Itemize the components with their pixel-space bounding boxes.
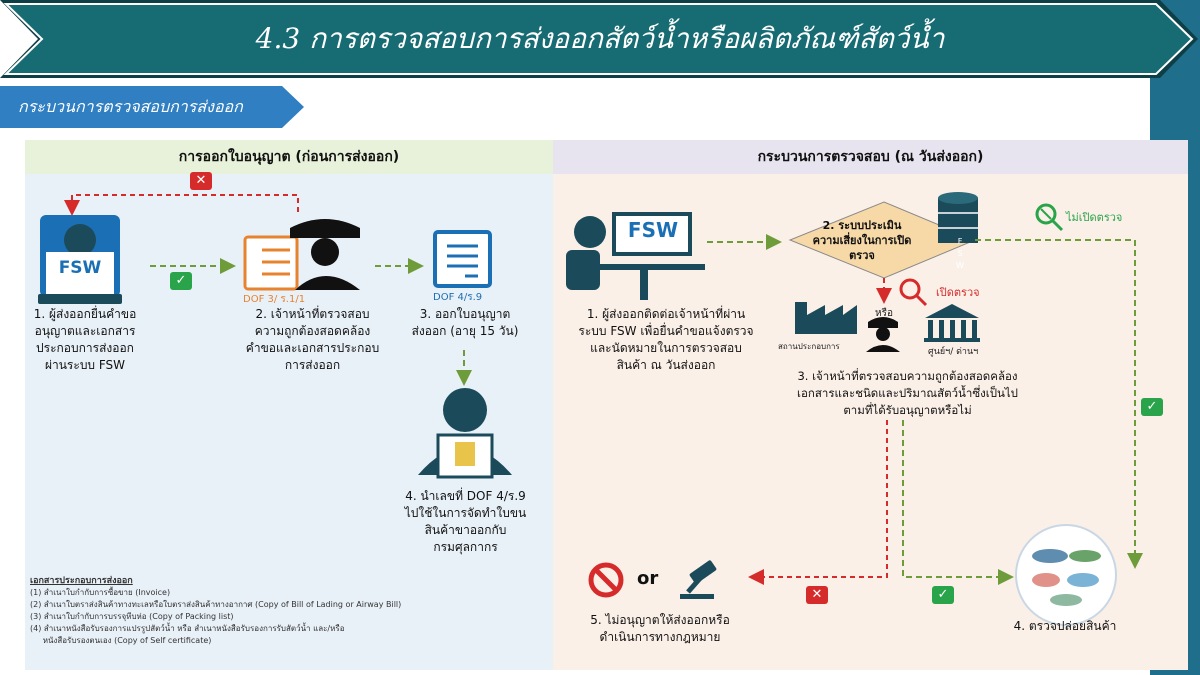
document-item: (2) สำเนาใบตราส่งสินค้าทางทะเลหรือใบตราส…	[30, 600, 402, 609]
risk-line: ความเสี่ยงในการเปิด	[812, 234, 912, 247]
left-step2-line: การส่งออก	[284, 358, 341, 372]
prohibited-icon	[588, 562, 624, 598]
arrow-no-inspection	[975, 239, 1143, 569]
page-title: 4.3 การตรวจสอบการส่งออกสัตว์น้ำหรือผลิตภ…	[255, 22, 945, 55]
factory-label: สถานประกอบการ	[778, 342, 840, 351]
customs-computer-icon	[418, 388, 512, 479]
right-step5-line: ดำเนินการทางกฎหมาย	[599, 630, 721, 644]
risk-line: 2. ระบบประเมิน	[822, 219, 902, 232]
left-step1-line: 1. ผู้ส่งออกยื่นคำขอ	[33, 307, 137, 321]
or-big-label: or	[637, 568, 659, 589]
right-step5-text: 5. ไม่อนุญาตให้ส่งออกหรือ ดำเนินการทางกฎ…	[575, 612, 745, 646]
header-banner: 4.3 การตรวจสอบการส่งออกสัตว์น้ำหรือผลิตภ…	[0, 0, 1200, 78]
left-step2-line: ความถูกต้องสอดคล้อง	[254, 324, 371, 338]
db-letter: S	[957, 249, 963, 258]
left-step2-form-label: DOF 3/ ร.1/1	[243, 294, 306, 305]
left-step1-line: ประกอบการส่งออก	[36, 341, 134, 355]
left-step4-text: 4. นำเลขที่ DOF 4/ร.9 ไปใช้ในการจัดทำใบข…	[388, 488, 543, 556]
left-step3-line: ส่งออก (อายุ 15 วัน)	[411, 324, 519, 338]
right-panel-header	[553, 140, 1188, 174]
risk-assessment-text: 2. ระบบประเมิน ความเสี่ยงในการเปิด ตรวจ	[800, 218, 924, 263]
government-center-icon	[924, 304, 980, 342]
left-step2-line: คำขอและเอกสารประกอบ	[245, 341, 380, 355]
reject-badge-left: ✕	[190, 172, 212, 190]
left-step1-line: ผ่านระบบ FSW	[44, 358, 126, 372]
fsw-logo-left: FSW	[58, 258, 102, 278]
right-step3-text: 3. เจ้าหน้าที่ตรวจสอบความถูกต้องสอดคล้อง…	[775, 368, 1040, 419]
left-panel-title: การออกใบอนุญาต (ก่อนการส่งออก)	[178, 149, 400, 165]
return-arrow	[64, 194, 299, 216]
document-item: (1) สำเนาใบกำกับการซื้อขาย (Invoice)	[30, 588, 171, 597]
db-letter: W	[956, 261, 964, 270]
right-step5-line: 5. ไม่อนุญาตให้ส่งออกหรือ	[590, 613, 730, 627]
document-item: (4) สำเนาหนังสือรับรองการแปรรูปสัตว์น้ำ …	[30, 624, 345, 633]
right-step1-line: และนัดหมายในการตรวจสอบ	[590, 341, 742, 355]
right-step1-line: 1. ผู้ส่งออกติดต่อเจ้าหน้าที่ผ่าน	[586, 307, 746, 321]
document-item: หนังสือรับรองตนเอง (Copy of Self certifi…	[30, 636, 212, 645]
factory-icon	[795, 302, 857, 334]
right-step3-line: ตามที่ได้รับอนุญาตหรือไม่	[843, 403, 972, 417]
right-step4-text: 4. ตรวจปล่อยสินค้า	[1013, 619, 1117, 633]
left-step4-line: สินค้าขาออกกับ	[424, 523, 507, 537]
left-step4-line: 4. นำเลขที่ DOF 4/ร.9	[405, 489, 526, 503]
db-letters: F S W	[954, 236, 966, 272]
left-step4-line: กรมศุลกากร	[433, 540, 498, 554]
subheader-shape	[0, 86, 304, 128]
left-step1-text: 1. ผู้ส่งออกยื่นคำขอ อนุญาตและเอกสาร ประ…	[25, 306, 145, 374]
fsw-logo-right: FSW	[627, 218, 679, 242]
right-panel-title: กระบวนการตรวจสอบ (ณ วันส่งออก)	[757, 149, 984, 165]
document-item: (3) สำเนาใบกำกับการบรรจุหีบห่อ (Copy of …	[30, 612, 234, 621]
center-label: ศูนย์ฯ/ ด่านฯ	[928, 347, 979, 357]
left-step3-form-label: DOF 4/ร.9	[433, 292, 483, 303]
left-panel-header	[25, 140, 553, 174]
right-step3-line: เอกสารและชนิดและปริมาณสัตว์น้ำซึ่งเป็นไป	[797, 386, 1018, 400]
arrow-reject	[748, 420, 888, 585]
fsw-database-icon	[938, 192, 978, 243]
approve-badge-release: ✓	[932, 586, 954, 604]
no-inspection-label: ไม่เปิดตรวจ	[1066, 211, 1123, 224]
subheader-title: กระบวนการตรวจสอบการส่งออก	[18, 97, 243, 116]
export-documents-list: เอกสารประกอบการส่งออก (1) สำเนาใบกำกับกา…	[30, 575, 500, 647]
inspection-magnifier-icon	[899, 278, 928, 307]
db-letter: F	[957, 237, 963, 246]
risk-line: ตรวจ	[849, 249, 875, 262]
left-step1-line: อนุญาตและเอกสาร	[34, 324, 136, 338]
left-step2-line: 2. เจ้าหน้าที่ตรวจสอบ	[255, 307, 370, 321]
exporter-computer-icon	[38, 215, 122, 304]
exporter-desk-icon	[566, 212, 705, 300]
left-step3-text: 3. ออกใบอนุญาต ส่งออก (อายุ 15 วัน)	[400, 306, 530, 340]
or-small-label: หรือ	[875, 308, 893, 319]
left-step3-line: 3. ออกใบอนุญาต	[419, 307, 511, 321]
seafood-products-icon	[1015, 524, 1117, 626]
approve-badge-left: ✓	[170, 272, 192, 290]
right-step3-line: 3. เจ้าหน้าที่ตรวจสอบความถูกต้องสอดคล้อง	[797, 369, 1018, 383]
checklist-officer-icon	[243, 219, 360, 291]
left-step4-line: ไปใช้ในการจัดทำใบขน	[404, 506, 527, 520]
header-banner-shape	[0, 0, 1198, 78]
gavel-icon	[680, 560, 717, 599]
documents-heading: เอกสารประกอบการส่งออก	[30, 576, 133, 586]
reject-badge-right: ✕	[806, 586, 828, 604]
no-inspection-magnifier-icon	[1035, 203, 1064, 232]
approve-badge-no-inspection: ✓	[1141, 398, 1163, 416]
right-step1-text: 1. ผู้ส่งออกติดต่อเจ้าหน้าที่ผ่าน ระบบ F…	[556, 306, 776, 374]
subheader-banner	[0, 86, 305, 128]
arrow-release	[902, 420, 1014, 585]
left-step2-text: 2. เจ้าหน้าที่ตรวจสอบ ความถูกต้องสอดคล้อ…	[225, 306, 400, 374]
officer-icon	[866, 317, 900, 352]
inspection-label: เปิดตรวจ	[936, 286, 980, 299]
right-step1-line: สินค้า ณ วันส่งออก	[616, 358, 716, 372]
license-document-icon	[433, 230, 492, 288]
right-step1-line: ระบบ FSW เพื่อยื่นคำขอแจ้งตรวจ	[578, 324, 754, 338]
